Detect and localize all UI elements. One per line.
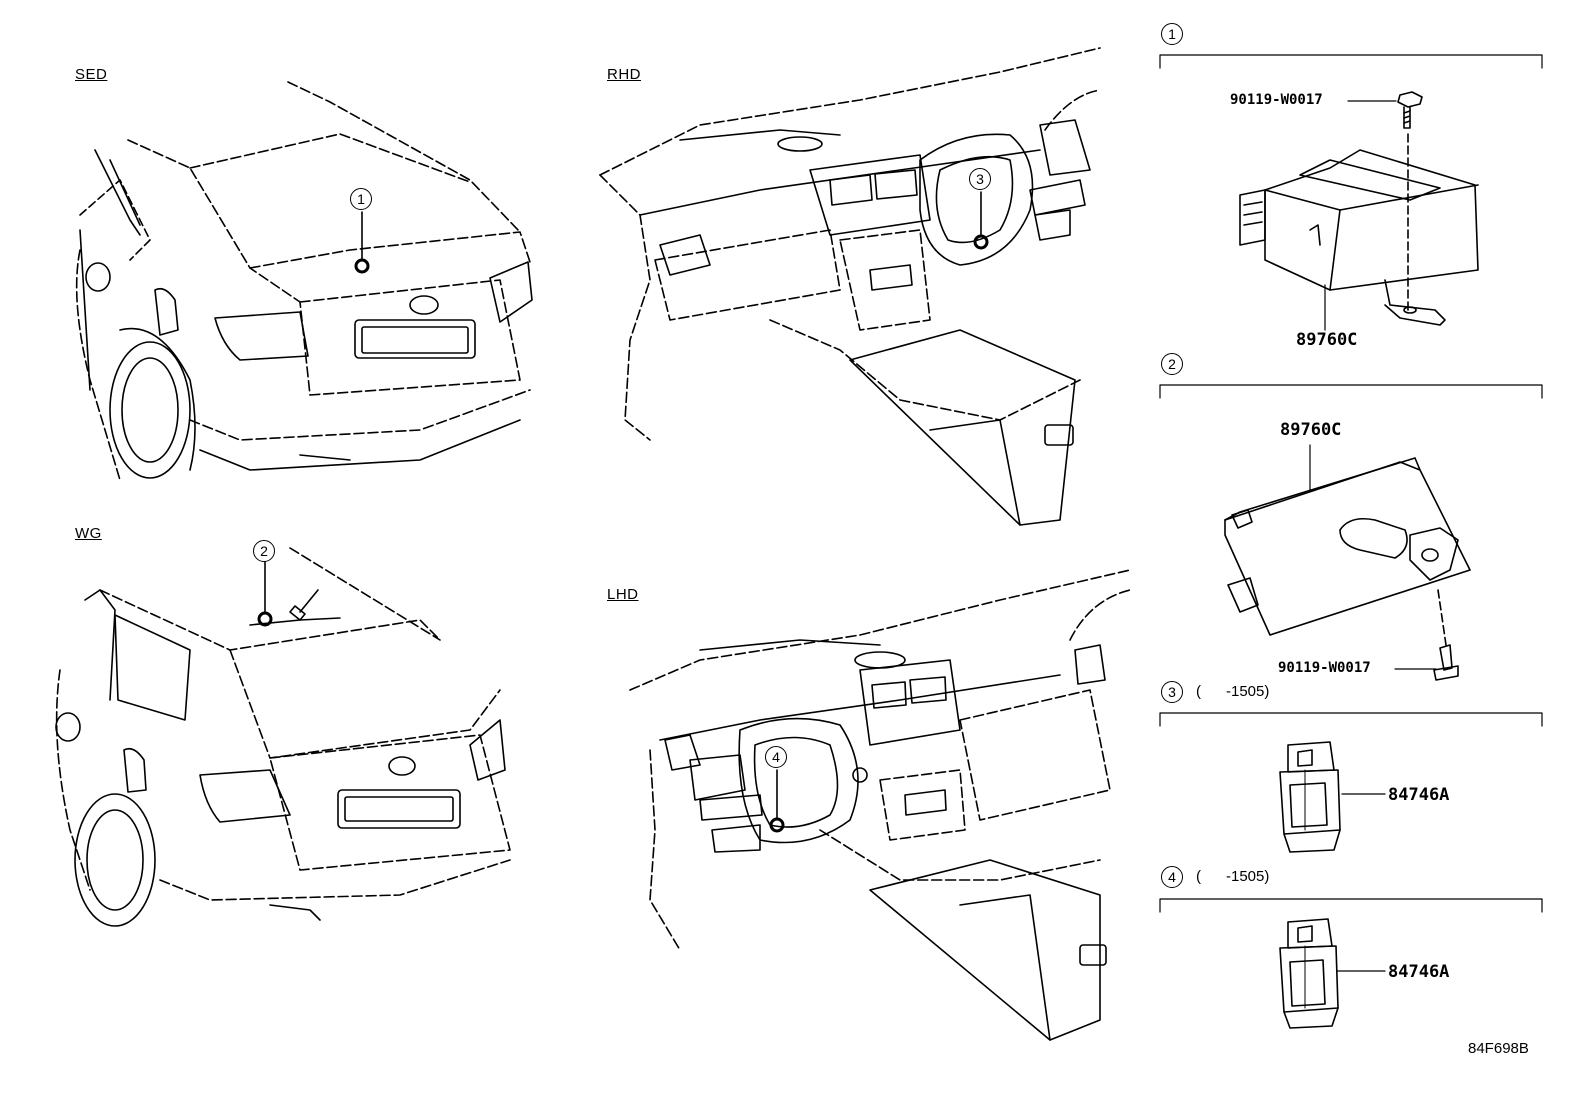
figure-code: 84F698B (1468, 1040, 1529, 1057)
detail-1-number: 1 (1161, 23, 1183, 45)
detail-4-sensor-illustration (1279, 918, 1339, 1029)
callout-2-marker (257, 611, 273, 627)
detail-3-range: ( -1505) (1196, 683, 1270, 700)
detail-2-ecu-part-number: 89760C (1280, 420, 1342, 440)
view-label-lhd: LHD (607, 586, 639, 603)
detail-2-bolt-part-number: 90119-W0017 (1278, 660, 1371, 676)
detail-1-bracket (1159, 54, 1543, 69)
callout-1-marker (354, 258, 370, 274)
callout-3-marker (973, 234, 989, 250)
callout-4-marker (769, 817, 785, 833)
view-label-sed: SED (75, 66, 108, 83)
callout-4: 4 (765, 746, 787, 768)
view-label-rhd: RHD (607, 66, 641, 83)
detail-4-bracket (1159, 898, 1543, 913)
detail-4-range: ( -1505) (1196, 868, 1270, 885)
detail-2-bracket (1159, 384, 1543, 399)
detail-3-sensor-part-number: 84746A (1388, 785, 1450, 805)
detail-1-ecu-part-number: 89760C (1296, 330, 1358, 350)
detail-4-sensor-part-number: 84746A (1388, 962, 1450, 982)
detail-2-ecu-illustration (1224, 444, 1471, 681)
detail-3-number: 3 (1161, 681, 1183, 703)
callout-3: 3 (969, 168, 991, 190)
detail-1-bolt-part-number: 90119-W0017 (1230, 92, 1323, 108)
sedan-rear-illustration (75, 81, 533, 481)
wagon-rear-illustration (55, 547, 511, 927)
rhd-dashboard-illustration (599, 47, 1101, 526)
callout-2: 2 (253, 540, 275, 562)
detail-1-ecu-illustration (1239, 91, 1479, 331)
detail-2-number: 2 (1161, 353, 1183, 375)
view-label-wg: WG (75, 525, 102, 542)
detail-3-sensor-illustration (1279, 741, 1341, 853)
lhd-dashboard-illustration (629, 569, 1131, 1041)
detail-3-bracket (1159, 712, 1543, 727)
callout-1: 1 (350, 188, 372, 210)
detail-4-number: 4 (1161, 866, 1183, 888)
